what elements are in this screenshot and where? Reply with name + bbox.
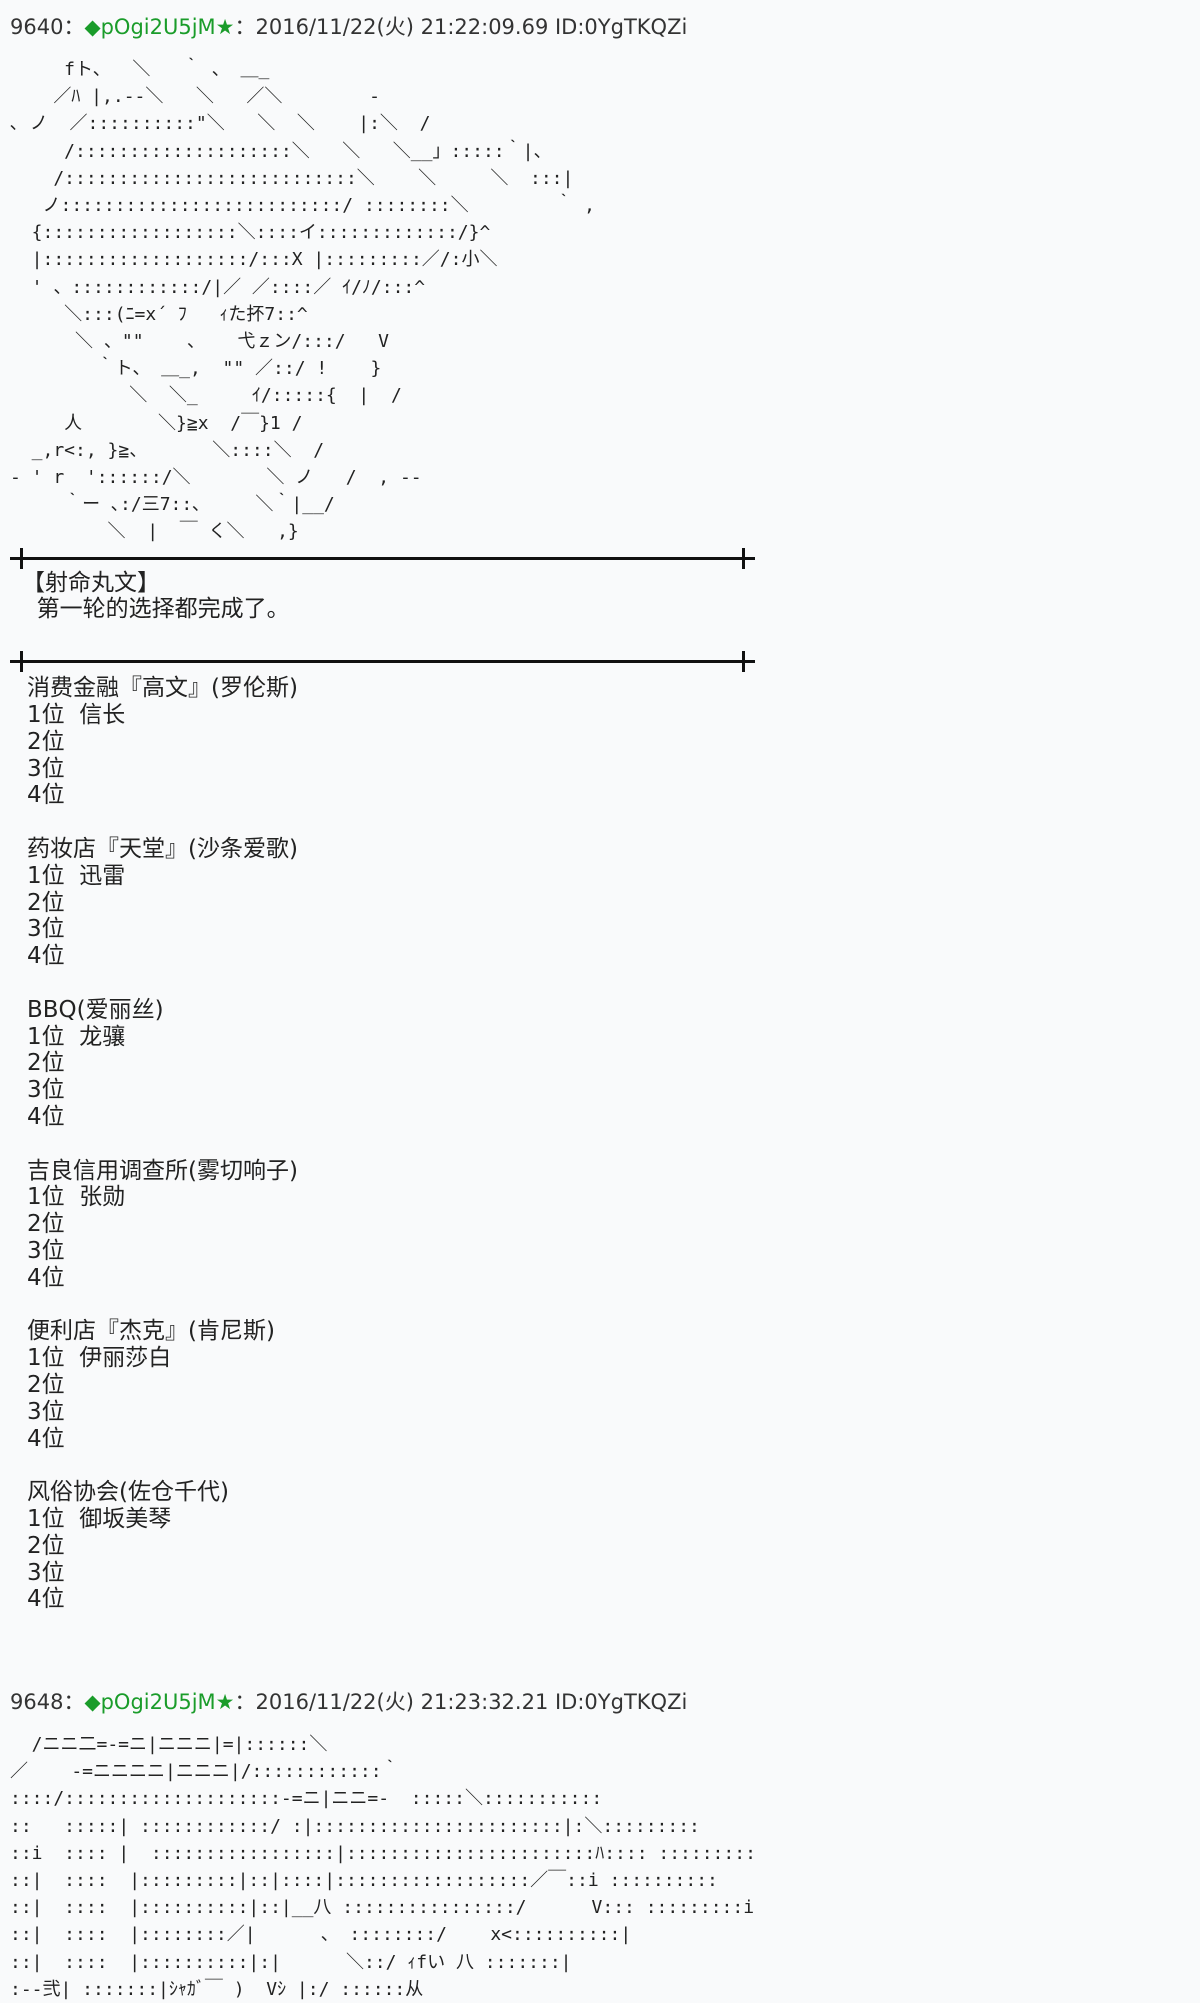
shop-name: 药妆店『天堂』(沙条爱歌) [27,836,298,863]
shop-name: 风俗协会(佐仓千代) [27,1479,229,1506]
rank-entry: 3位 [27,1237,65,1264]
post-colon: ： [234,15,256,39]
rank-entry: 3位 [27,1077,65,1104]
post-datetime-id: 2016/11/22(火) 21:22:09.69 ID:0YgTKQZi [255,15,688,39]
post-separator: ： [63,15,85,39]
rank-entry: 1位 迅雷 [27,862,126,889]
rank-entry: 4位 [27,1586,65,1613]
post-header: 9640：◆pOgi2U5jM★：2016/11/22(火) 21:22:09.… [10,12,755,42]
rankings-list: 消费金融『高文』(罗伦斯) 1位 信长 2位 3位 4位 药妆店『天堂』(沙条爱… [10,675,755,1613]
rank-entry: 2位 [27,1371,65,1398]
post-9640: 9640：◆pOgi2U5jM★：2016/11/22(火) 21:22:09.… [10,12,755,1640]
shop-name: BBQ(爱丽丝) [27,996,164,1023]
ascii-art: /ニニ二=-=ニ|ニニニ|=|::::::＼ ／ -=ニニニニ|ニニニ|/:::… [10,1734,756,2000]
ranking-group: 吉良信用调查所(雾切响子) 1位 张勋 2位 3位 4位 [27,1158,755,1292]
rank-entry: 4位 [27,1425,65,1452]
notice-text: 第一轮的选择都完成了。 [22,596,290,623]
ranking-group: 便利店『杰克』(肯尼斯) 1位 伊丽莎白 2位 3位 4位 [27,1318,755,1452]
ascii-art: fト、 ＼ ｀ 、 ＿_ ／ﾊ |,.--＼ ＼ ／＼ - ､ ノ ／:::::… [10,59,596,543]
rank-entry: 4位 [27,1264,65,1291]
rank-entry: 2位 [27,1050,65,1077]
rank-entry: 1位 张勋 [27,1184,126,1211]
ranking-group: 药妆店『天堂』(沙条爱歌) 1位 迅雷 2位 3位 4位 [27,836,755,970]
notice-speaker: 【射命丸文】 [22,569,160,596]
shop-name: 消费金融『高文』(罗伦斯) [27,675,298,702]
shop-name: 吉良信用调查所(雾切响子) [27,1157,298,1184]
ranking-group: 消费金融『高文』(罗伦斯) 1位 信长 2位 3位 4位 [27,675,755,809]
post-number[interactable]: 9640 [10,15,64,39]
poster-trip: ◆pOgi2U5jM★ [84,1690,235,1714]
ranking-group: BBQ(爱丽丝) 1位 龙骧 2位 3位 4位 [27,997,755,1131]
notice-block: 【射命丸文】 第一轮的选择都完成了。 [10,570,755,624]
post-datetime-id: 2016/11/22(火) 21:23:32.21 ID:0YgTKQZi [255,1690,688,1714]
rank-entry: 3位 [27,1559,65,1586]
rank-entry: 3位 [27,916,65,943]
rank-entry: 4位 [27,1104,65,1130]
post-number[interactable]: 9648 [10,1690,64,1714]
ranking-group: 风俗协会(佐仓千代) 1位 御坂美琴 2位 3位 4位 [27,1479,755,1613]
rank-entry: 2位 [27,728,65,755]
rank-entry: 1位 信长 [27,702,126,729]
rank-entry: 4位 [27,782,65,809]
shop-name: 便利店『杰克』(肯尼斯) [27,1318,275,1345]
post-header: 9648：◆pOgi2U5jM★：2016/11/22(火) 21:23:32.… [10,1687,756,1717]
rank-entry: 2位 [27,1532,65,1559]
post-9648: 9648：◆pOgi2U5jM★：2016/11/22(火) 21:23:32.… [10,1687,756,2003]
section-divider [10,651,755,673]
rank-entry: 4位 [27,943,65,970]
rank-entry: 1位 伊丽莎白 [27,1345,172,1372]
rank-entry: 3位 [27,755,65,782]
poster-trip: ◆pOgi2U5jM★ [84,15,235,39]
section-divider [10,547,755,569]
rank-entry: 1位 龙骧 [27,1023,126,1050]
rank-entry: 1位 御坂美琴 [27,1505,172,1532]
post-colon: ： [234,1690,256,1714]
rank-entry: 3位 [27,1398,65,1425]
rank-entry: 2位 [27,1211,65,1238]
rank-entry: 2位 [27,889,65,916]
post-separator: ： [63,1690,85,1714]
